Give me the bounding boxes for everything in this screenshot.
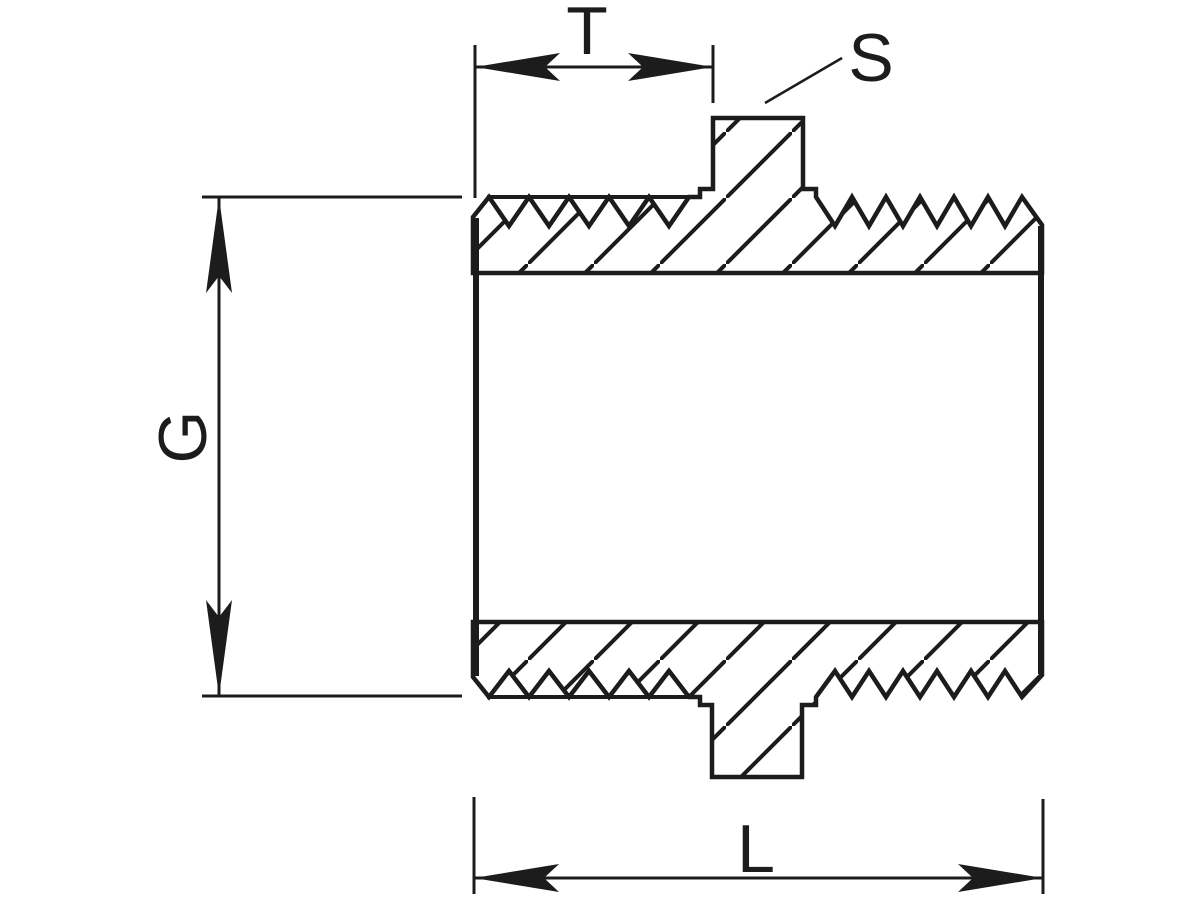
upper-threaded-wall-section [470,115,1045,276]
l-arrowhead-right [958,864,1043,892]
dimension-t: T [473,0,715,198]
lower-threaded-wall-section [470,619,1045,780]
dimension-l: L [472,797,1045,894]
g-arrowhead-bottom [206,600,232,696]
t-arrowhead-left [475,53,560,81]
s-leader-line [764,56,843,105]
callout-s: S [764,20,894,105]
g-arrowhead-top [206,197,232,293]
t-arrowhead-right [628,53,713,81]
l-label: L [737,811,775,887]
g-label: G [145,411,221,464]
dimension-g: G [145,195,462,698]
l-arrowhead-left [474,864,559,892]
s-label: S [848,20,893,96]
t-label: T [566,0,608,69]
